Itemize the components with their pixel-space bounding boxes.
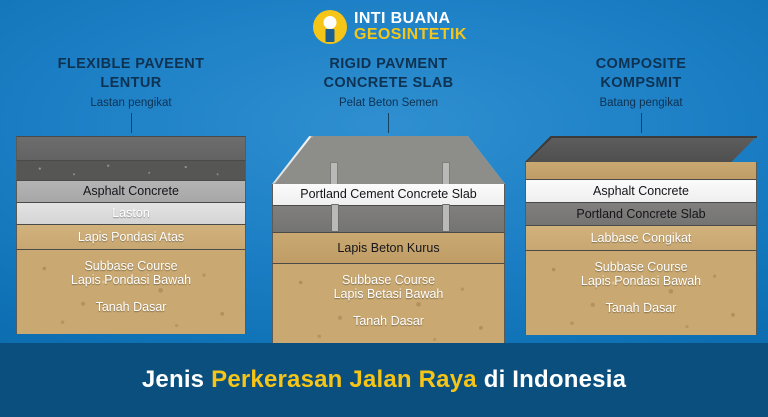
layer-asphalt-concrete: Asphalt Concrete: [525, 180, 757, 203]
column-3-subtitle: Batang pengikat: [599, 97, 683, 110]
column-rigid-pavement: RIGID PAVMENT CONCRETE SLAB Pelat Beton …: [272, 55, 505, 348]
column-composite-pavement: COMPOSITE KOMPSMIT Batang pengikat Aspha…: [525, 55, 757, 335]
column-2-leader-line: [388, 113, 389, 134]
soil-label-lapis-pondasi-bawah: Lapis Pondasi Bawah: [70, 273, 192, 288]
brand-wordmark: INTI BUANA GEOSINTETIK: [354, 9, 467, 44]
column-flexible-pavement: FLEXIBLE PAVEENT LENTUR Lastan pengikat …: [16, 55, 246, 334]
column-2-layer-stack: Portland Cement Concrete Slab Lapis Beto…: [272, 136, 505, 348]
soil-label-subbase-course: Subbase Course: [594, 260, 688, 274]
brand-logo: INTI BUANA GEOSINTETIK: [313, 10, 467, 44]
tie-bar-right: [441, 204, 450, 232]
tie-bar-left: [330, 204, 339, 232]
bottom-banner: Jenis Perkerasan Jalan Raya di Indonesia: [0, 343, 768, 417]
soil-label-lapis-betasi-bawah: Lapis Betasi Bawah: [333, 287, 444, 302]
layer-lapis-pondasi-atas: Lapis Pondasi Atas: [16, 225, 246, 250]
inti-buana-circle-logo-icon: [313, 10, 347, 44]
column-2-title-line1: RIGID PAVMENT: [329, 56, 448, 72]
brand-name-line1: INTI BUANA: [354, 9, 451, 27]
layer-portland-concrete-slab: Portland Concrete Slab: [525, 203, 757, 226]
column-3-heading: COMPOSITE KOMPSMIT Batang pengikat: [525, 55, 757, 109]
dowel-bar-right: [442, 162, 451, 186]
layer-surface-course: [16, 136, 246, 161]
logo-dot-shape: [323, 16, 337, 29]
soil-label-subbase-course: Subbase Course: [341, 273, 436, 287]
layer-lapis-beton-kurus: Lapis Beton Kurus: [272, 233, 505, 264]
column-1-layer-stack: Asphalt Concrete Laston Lapis Pondasi At…: [16, 136, 246, 334]
pavement-columns: FLEXIBLE PAVEENT LENTUR Lastan pengikat …: [0, 55, 768, 348]
column-2-heading: RIGID PAVMENT CONCRETE SLAB Pelat Beton …: [272, 55, 505, 109]
banner-title-part1: Jenis: [141, 366, 205, 393]
column-3-title-line2: KOMPSMIT: [600, 75, 682, 92]
soil-label-lapis-pondasi-bawah: Lapis Pondasi Bawah: [580, 274, 702, 289]
column-1-heading: FLEXIBLE PAVEENT LENTUR Lastan pengikat: [16, 55, 246, 109]
column-3-title-line1: COMPOSITE: [595, 56, 687, 72]
layer-tan-sublayer: [525, 162, 757, 180]
banner-title: Jenis Perkerasan Jalan Raya di Indonesia: [142, 366, 626, 394]
dowel-bar-left: [330, 162, 339, 186]
layer-binder-course: [16, 161, 246, 181]
layer-portland-cement-concrete-slab: Portland Cement Concrete Slab: [272, 184, 505, 206]
layer-subgrade-soil: Subbase Course Lapis Betasi Bawah Tanah …: [272, 264, 505, 348]
soil-label-tanah-dasar: Tanah Dasar: [95, 299, 167, 314]
layer-base-dark: [272, 204, 505, 233]
layer-perspective-top: [525, 136, 757, 162]
column-1-title-line1: FLEXIBLE PAVEENT: [57, 56, 205, 72]
column-3-layer-stack: Asphalt Concrete Portland Concrete Slab …: [525, 136, 757, 335]
soil-label-subbase-course: Subbase Course: [84, 259, 178, 273]
layer-subgrade-soil: Subbase Course Lapis Pondasi Bawah Tanah…: [525, 251, 757, 335]
banner-title-part3: di Indonesia: [483, 366, 627, 393]
banner-title-part2: Perkerasan Jalan Raya: [211, 366, 477, 393]
soil-label-tanah-dasar: Tanah Dasar: [605, 300, 677, 315]
concrete-slab-outline: [272, 136, 505, 184]
layer-labbase-congikat: Labbase Congikat: [525, 226, 757, 251]
layer-concrete-slab-top: [272, 136, 505, 186]
soil-label-tanah-dasar: Tanah Dasar: [353, 313, 424, 328]
column-2-subtitle: Pelat Beton Semen: [338, 97, 439, 110]
column-1-subtitle: Lastan pengikat: [90, 97, 172, 110]
layer-subgrade-soil: Subbase Course Lapis Pondasi Bawah Tanah…: [16, 250, 246, 334]
perspective-top-face: [525, 136, 757, 162]
column-2-title-line2: CONCRETE SLAB: [323, 75, 454, 92]
column-1-title-line2: LENTUR: [100, 75, 162, 92]
layer-laston: Laston: [16, 203, 246, 225]
column-1-leader-line: [130, 113, 132, 134]
column-3-leader-line: [640, 113, 642, 134]
logo-stem-shape: [325, 29, 335, 42]
brand-name-line2: GEOSINTETIK: [354, 26, 467, 43]
layer-asphalt-concrete: Asphalt Concrete: [16, 181, 246, 203]
